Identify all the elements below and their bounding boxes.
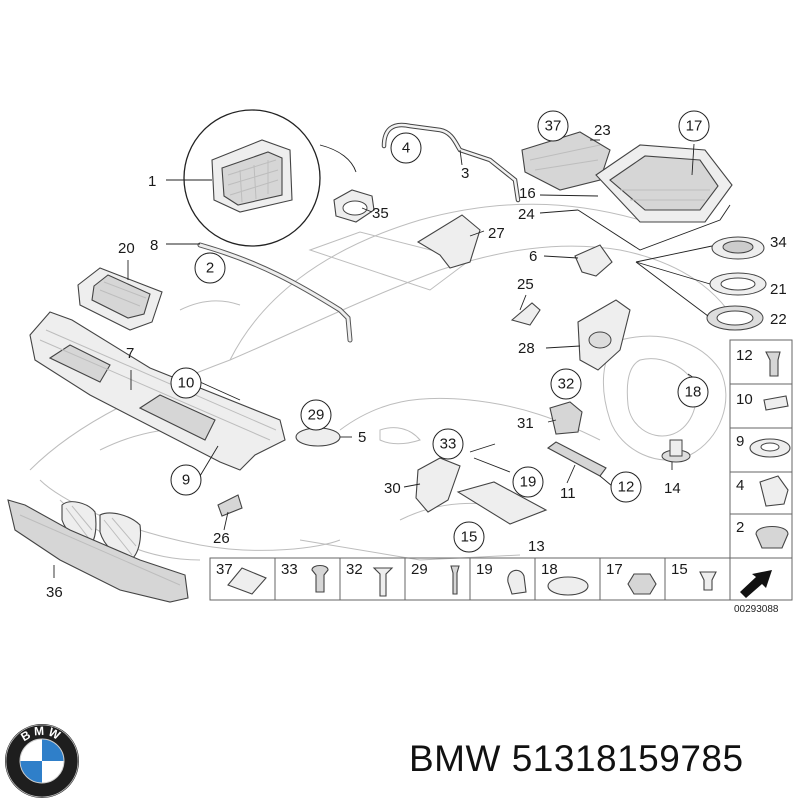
callout-8: 8 [150,237,158,254]
callout-2: 2 [206,260,214,277]
legend-bottom-33: 33 [281,561,298,578]
callout-17: 17 [686,118,703,135]
legend-side-2: 2 [736,519,744,536]
callout-4: 4 [402,140,410,157]
legend-side-4: 4 [736,477,744,494]
legend-bottom-29: 29 [411,561,428,578]
logo-letters: BMW [18,724,62,744]
callout-28: 28 [518,340,535,357]
part-35-bracket [333,189,375,223]
brand-name: BMW [409,738,501,779]
legend-bottom-37: 37 [216,561,233,578]
legend-side-12: 12 [736,347,753,364]
callout-5: 5 [358,429,366,446]
callout-30: 30 [384,480,401,497]
callout-23: 23 [594,122,611,139]
callout-33: 33 [440,436,457,453]
part-31-block [549,401,583,435]
callout-22: 22 [770,311,787,328]
callout-37: 37 [545,118,562,135]
bottom-legend-frame [209,557,793,601]
legend-bottom-15: 15 [671,561,688,578]
callout-16: 16 [519,185,536,202]
callout-3: 3 [461,165,469,182]
callout-36: 36 [46,584,63,601]
callout-25: 25 [517,276,534,293]
callout-32: 32 [558,376,575,393]
part-2-seal-strip [197,242,353,343]
part-27-bracket [416,214,481,269]
callout-11: 11 [560,485,576,502]
callout-27: 27 [488,225,505,242]
callout-20: 20 [118,240,135,257]
part-5-ring [295,427,341,447]
ring-parts [706,236,767,331]
callout-circles [170,110,710,553]
legend-fasteners [227,351,791,598]
callout-13: 13 [528,538,545,555]
part-1-intake-detail [183,109,357,247]
bmw-logo: BMW [5,724,79,798]
callout-29: 29 [308,407,325,424]
part-3-hose [381,122,521,203]
diagram-code: 00293088 [734,604,779,615]
part-7-cowl-panel [29,311,286,471]
callout-10: 10 [178,375,195,392]
svg-text:BMW: BMW [18,724,65,744]
callout-15: 15 [461,529,478,546]
callout-31: 31 [517,415,534,432]
callout-7: 7 [126,345,134,362]
callout-19: 19 [520,474,537,491]
parts-diagram: 1 2 3 4 5 6 7 8 9 10 11 12 13 14 15 16 1… [7,109,793,615]
callout-6: 6 [529,248,537,265]
legend-bottom-32: 32 [346,561,363,578]
callout-14: 14 [664,480,681,497]
legend-bottom-19: 19 [476,561,493,578]
part-number: 51318159785 [511,738,744,779]
legend-side-9: 9 [736,433,744,450]
part-title: BMW 51318159785 [409,738,744,780]
callout-26: 26 [213,530,230,547]
callout-34: 34 [770,234,787,251]
legend-bottom-18: 18 [541,561,558,578]
part-36-bumper-carrier [7,499,189,603]
part-6-holder [574,244,613,277]
part-11-strip [546,441,607,477]
legend-side-10: 10 [736,391,753,408]
callout-12: 12 [618,479,635,496]
part-26-clip [217,494,243,517]
callout-24: 24 [518,206,535,223]
part-13-pad [456,481,548,525]
part-25-clip [510,302,541,326]
callout-9: 9 [182,472,190,489]
callout-21: 21 [770,281,787,298]
part-30-cover [415,457,461,513]
callout-35: 35 [372,205,389,222]
legend-bottom-17: 17 [606,561,623,578]
side-legend-frame [729,339,793,559]
storage-tray-group [521,131,733,251]
part-20-filter-housing [77,267,163,331]
callout-1: 1 [148,173,156,190]
callout-18: 18 [685,384,702,401]
part-28-cover [577,299,631,371]
part-14-clip [661,439,691,463]
